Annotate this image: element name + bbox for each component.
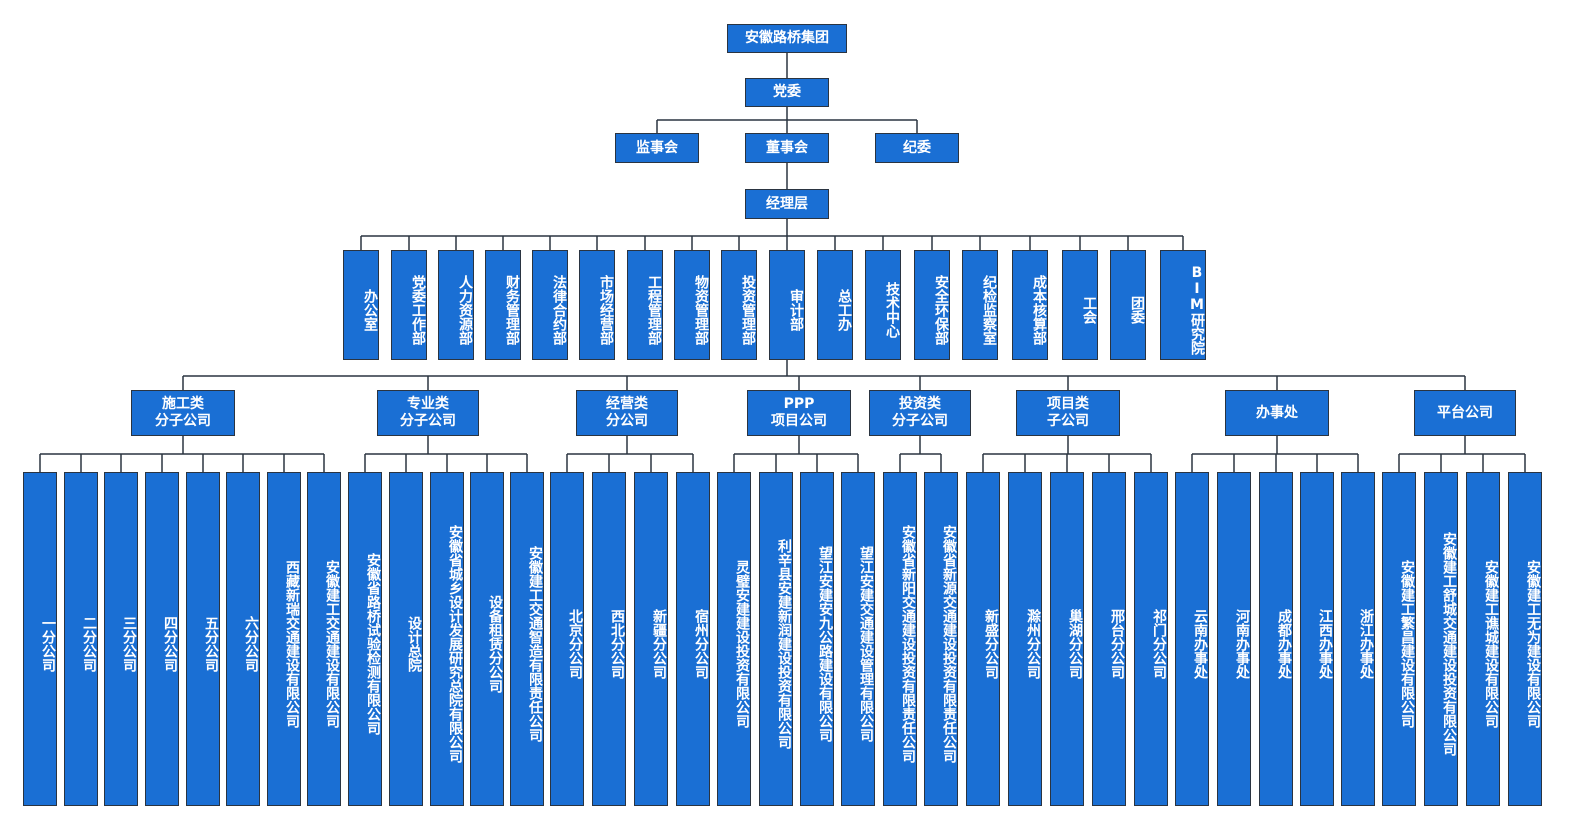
category-node: PPP 项目公司 xyxy=(747,390,851,436)
subsidiary-node: 邢台分公司 xyxy=(1092,472,1126,806)
subsidiary-node: 安徽省城乡设计发展研究总院有限公司 xyxy=(430,472,464,806)
category-node: 专业类 分子公司 xyxy=(377,390,479,436)
subsidiary-node: 安徽建工繁昌建设有限公司 xyxy=(1382,472,1416,806)
category-node: 项目类 子公司 xyxy=(1016,390,1120,436)
subsidiary-node: 安徽省新阳交通建设投资有限责任公司 xyxy=(883,472,917,806)
subsidiary-node: 安徽建工谯城建设有限公司 xyxy=(1466,472,1500,806)
category-node: 办事处 xyxy=(1225,390,1329,436)
subsidiary-node: 望江安建安九公路建设有限公司 xyxy=(800,472,834,806)
department-node: 财务管理部 xyxy=(485,250,521,360)
department-node: 办公室 xyxy=(343,250,379,360)
department-node: 审计部 xyxy=(769,250,805,360)
subsidiary-node: 安徽建工舒城交通建设投资有限公司 xyxy=(1424,472,1458,806)
board-of-directors-node: 董事会 xyxy=(745,133,829,163)
subsidiary-node: 浙江办事处 xyxy=(1341,472,1375,806)
department-node: 团委 xyxy=(1110,250,1146,360)
subsidiary-node: 望江安建交通建设管理有限公司 xyxy=(841,472,875,806)
subsidiary-node: 云南办事处 xyxy=(1175,472,1209,806)
subsidiary-node: 安徽省新源交通建设投资有限责任公司 xyxy=(924,472,958,806)
subsidiary-node: 新盛分公司 xyxy=(966,472,1000,806)
subsidiary-node: 祁门分公司 xyxy=(1134,472,1168,806)
subsidiary-node: 四分公司 xyxy=(145,472,179,806)
category-node: 经营类 分公司 xyxy=(576,390,678,436)
supervisory-board-node: 监事会 xyxy=(615,133,699,163)
category-node: 施工类 分子公司 xyxy=(131,390,235,436)
department-node: 成本核算部 xyxy=(1012,250,1048,360)
department-node: 物资管理部 xyxy=(674,250,710,360)
subsidiary-node: 设备租赁分公司 xyxy=(470,472,504,806)
subsidiary-node: 灵璧安建建设投资有限公司 xyxy=(717,472,751,806)
department-node: 工会 xyxy=(1062,250,1098,360)
subsidiary-node: 设计总院 xyxy=(389,472,423,806)
subsidiary-node: 三分公司 xyxy=(104,472,138,806)
subsidiary-node: 西藏新瑞交通建设有限公司 xyxy=(267,472,301,806)
management-node: 经理层 xyxy=(745,189,829,219)
subsidiary-node: 利辛县安建新润建设投资有限公司 xyxy=(759,472,793,806)
subsidiary-node: 新疆分公司 xyxy=(634,472,668,806)
subsidiary-node: 安徽建工交通建设有限公司 xyxy=(307,472,341,806)
subsidiary-node: 五分公司 xyxy=(186,472,220,806)
subsidiary-node: 安徽建工无为建设有限公司 xyxy=(1508,472,1542,806)
subsidiary-node: 安徽省路桥试验检测有限公司 xyxy=(348,472,382,806)
discipline-committee-node: 纪委 xyxy=(875,133,959,163)
department-node: 投资管理部 xyxy=(721,250,757,360)
subsidiary-node: 北京分公司 xyxy=(550,472,584,806)
department-node: 总工办 xyxy=(817,250,853,360)
subsidiary-node: 二分公司 xyxy=(64,472,98,806)
subsidiary-node: 六分公司 xyxy=(226,472,260,806)
category-node: 平台公司 xyxy=(1414,390,1516,436)
root-node: 安徽路桥集团 xyxy=(727,24,847,53)
category-node: 投资类 分子公司 xyxy=(869,390,971,436)
department-node: 工程管理部 xyxy=(627,250,663,360)
department-node: 安全环保部 xyxy=(914,250,950,360)
subsidiary-node: 江西办事处 xyxy=(1300,472,1334,806)
subsidiary-node: 一分公司 xyxy=(23,472,57,806)
subsidiary-node: 河南办事处 xyxy=(1217,472,1251,806)
department-node: 党委工作部 xyxy=(391,250,427,360)
party-committee-node: 党委 xyxy=(745,78,829,107)
subsidiary-node: 宿州分公司 xyxy=(676,472,710,806)
department-node: 纪检监察室 xyxy=(962,250,998,360)
department-node: 人力资源部 xyxy=(438,250,474,360)
department-node: 技术中心 xyxy=(865,250,901,360)
subsidiary-node: 滁州分公司 xyxy=(1008,472,1042,806)
department-node: 市场经营部 xyxy=(579,250,615,360)
department-node: BIM研究院 xyxy=(1160,250,1206,360)
subsidiary-node: 西北分公司 xyxy=(592,472,626,806)
department-node: 法律合约部 xyxy=(532,250,568,360)
subsidiary-node: 巢湖分公司 xyxy=(1050,472,1084,806)
subsidiary-node: 成都办事处 xyxy=(1259,472,1293,806)
subsidiary-node: 安徽建工交通智造有限责任公司 xyxy=(510,472,544,806)
